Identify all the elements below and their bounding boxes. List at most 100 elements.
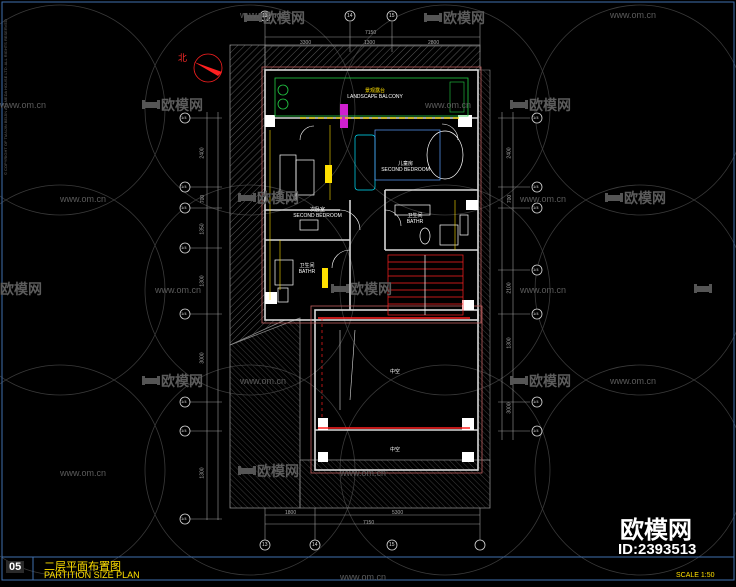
watermark-brand: 欧模网 bbox=[161, 97, 203, 113]
axis-tag-left: 1/4 bbox=[181, 205, 187, 210]
watermark-circle bbox=[339, 4, 551, 216]
axis-tag-right: 1/4 bbox=[533, 428, 539, 433]
balcony bbox=[274, 77, 469, 119]
axis-tag-left: 1/4 bbox=[181, 428, 187, 433]
watermark-circle bbox=[534, 4, 736, 216]
walls bbox=[264, 69, 479, 471]
watermark-url: www.om.cn bbox=[0, 100, 47, 110]
watermark-brand: 欧模网 bbox=[529, 373, 571, 389]
dim-right: 700 bbox=[507, 194, 514, 204]
room-name: 卫生间 bbox=[299, 263, 315, 269]
room-name-en: SECOND BEDROOM bbox=[381, 167, 430, 173]
room-name-en: BATHR bbox=[406, 219, 424, 225]
sofa-icon bbox=[238, 466, 256, 475]
axis-tag-right: 1/4 bbox=[533, 115, 539, 120]
room-name: 景观露台 bbox=[364, 88, 385, 94]
room-label-bath-b: 卫生间 BATHR bbox=[292, 262, 322, 275]
dim-top-seg: 1300 bbox=[364, 40, 376, 46]
axis-tag-top: 15 bbox=[389, 13, 395, 19]
dim-right: 1300 bbox=[506, 337, 513, 349]
watermark-url: www.om.cn bbox=[520, 285, 567, 295]
sofa-icon bbox=[244, 13, 262, 22]
dim-left: 1300 bbox=[199, 275, 206, 287]
sofa-icon bbox=[331, 284, 349, 293]
sofa-icon bbox=[510, 100, 528, 109]
watermark-circle bbox=[534, 364, 736, 576]
room-label-void-b: 中空 bbox=[385, 446, 405, 453]
room-name-en: BATHR bbox=[298, 269, 316, 275]
watermark-brand: 欧模网 bbox=[257, 190, 299, 206]
dim-left: 1350 bbox=[199, 223, 206, 235]
watermark-brand: 欧模网 bbox=[257, 463, 299, 479]
watermark-url: www.om.cn bbox=[340, 468, 387, 478]
watermark-circle bbox=[0, 4, 166, 216]
dim-left: 3000 bbox=[199, 352, 206, 364]
roof-hatch bbox=[229, 44, 491, 509]
sofa-icon bbox=[142, 100, 160, 109]
sofa-icon bbox=[694, 284, 712, 293]
watermark-brand: 欧模网 bbox=[443, 10, 485, 26]
axis-tag-left: 1/4 bbox=[181, 115, 187, 120]
watermark-circle bbox=[0, 364, 166, 576]
watermark-url: www.om.cn bbox=[520, 194, 567, 204]
room-label-second-bedroom-a: 儿童房 SECOND BEDROOM bbox=[378, 160, 433, 173]
watermark-url: www.om.cn bbox=[610, 376, 657, 386]
sofa-icons bbox=[142, 13, 712, 475]
stair bbox=[318, 254, 470, 429]
north-arrow-icon bbox=[193, 53, 223, 83]
watermark-url: www.om.cn bbox=[610, 10, 657, 20]
room-label-second-bedroom-b: 次卧室 SECOND BEDROOM bbox=[290, 206, 345, 219]
watermark-brand: 欧模网 bbox=[161, 373, 203, 389]
dim-top-total: 7150 bbox=[365, 30, 377, 36]
detail-lines bbox=[269, 125, 456, 410]
axis-tag-bottom: 15 bbox=[389, 542, 395, 548]
watermark-brand: 欧模网 bbox=[529, 97, 571, 113]
watermark-url: www.om.cn bbox=[240, 10, 287, 20]
axis-tag-left: 1/4 bbox=[181, 184, 187, 189]
watermark-url: www.om.cn bbox=[60, 468, 107, 478]
copyright-text: © COPYRIGHT OF TIANJIN BEIJIN ALAMEDA HO… bbox=[3, 19, 8, 175]
dim-top-seg: 2800 bbox=[428, 40, 440, 46]
axis-tag-right: 1/4 bbox=[533, 399, 539, 404]
watermark-circle bbox=[534, 184, 736, 396]
sofa-icon bbox=[510, 376, 528, 385]
room-name: 次卧室 bbox=[309, 207, 325, 213]
axis-tag-left: 1/4 bbox=[181, 311, 187, 316]
sofa-icon bbox=[238, 193, 256, 202]
dim-top-seg: 3300 bbox=[300, 40, 312, 46]
watermark-url: www.om.cn bbox=[425, 100, 472, 110]
dim-bottom-seg: 1800 bbox=[285, 510, 297, 516]
watermark-url: www.om.cn bbox=[240, 376, 287, 386]
room-label-void-a: 中空 bbox=[385, 368, 405, 375]
watermark-brand: 欧模网 bbox=[350, 281, 392, 297]
dim-left: 1300 bbox=[199, 467, 206, 479]
furniture bbox=[274, 129, 469, 303]
sofa-icon bbox=[605, 193, 623, 202]
room-name: 卫生间 bbox=[407, 213, 423, 219]
axis-tag-top: 14 bbox=[347, 13, 353, 19]
axis-tag-left: 1/4 bbox=[181, 399, 187, 404]
sheet-number: 05 bbox=[6, 561, 25, 573]
axis-tag-right: 1/4 bbox=[533, 184, 539, 189]
drawing-title-cn: 二层平面布置图 bbox=[44, 561, 121, 573]
axis-tag-bottom: 13 bbox=[262, 542, 268, 548]
dim-left: 700 bbox=[200, 194, 207, 204]
watermark-url: www.om.cn bbox=[340, 572, 387, 582]
axis-tag-top: 13 bbox=[262, 13, 268, 19]
axis-tag-bottom: 14 bbox=[312, 542, 318, 548]
room-label-balcony: 景观露台 LANDSCAPE BALCONY bbox=[345, 87, 405, 100]
dim-right: 3000 bbox=[506, 402, 513, 414]
dim-right: 2100 bbox=[506, 282, 513, 294]
room-name: 中空 bbox=[389, 447, 400, 453]
dim-left: 2400 bbox=[199, 147, 206, 159]
axis-tag-left: 1/4 bbox=[181, 516, 187, 521]
watermark-url: www.om.cn bbox=[155, 285, 202, 295]
axis-tag-right: 1/4 bbox=[533, 205, 539, 210]
room-name-en: LANDSCAPE BALCONY bbox=[347, 94, 403, 100]
drawing-scale: SCALE 1:50 bbox=[676, 572, 715, 579]
watermark-circle bbox=[0, 184, 166, 396]
watermark-brand: 欧模网 bbox=[624, 190, 666, 206]
door-swings bbox=[299, 123, 459, 269]
